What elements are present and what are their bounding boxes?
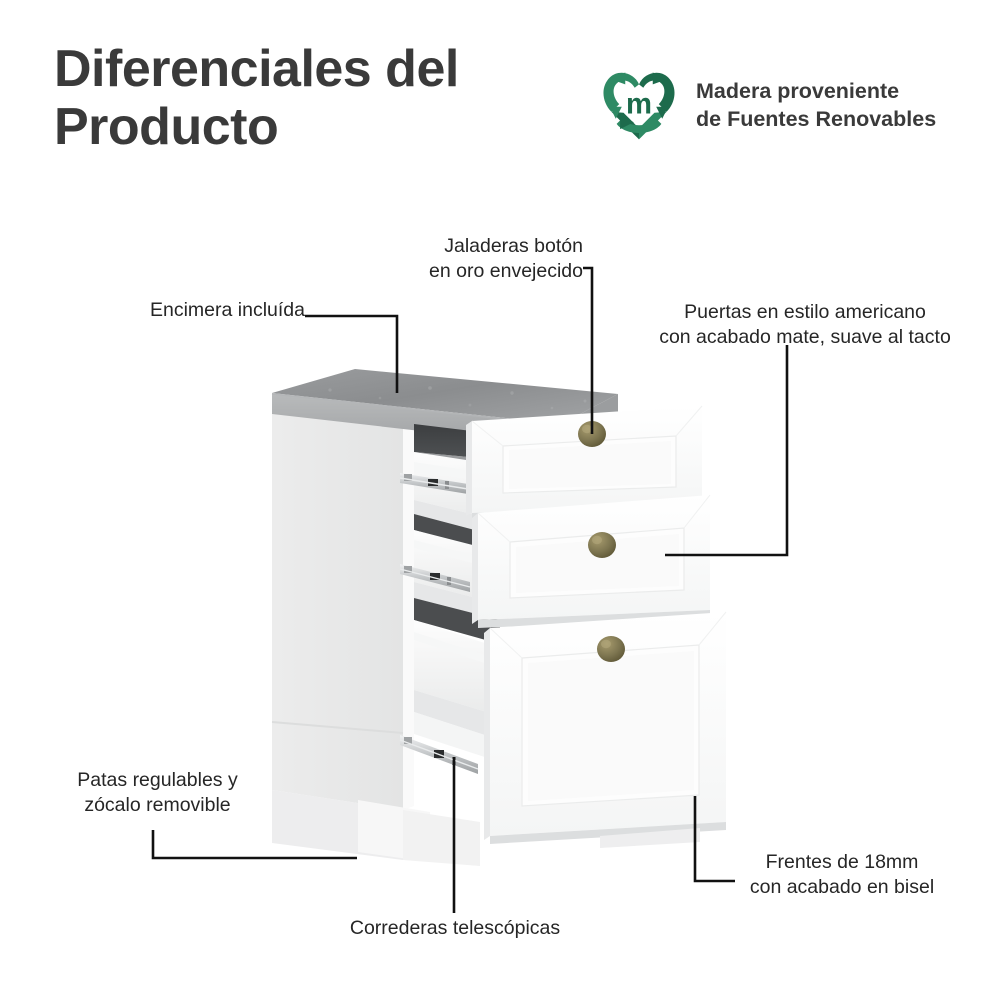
- eco-badge-line-2: de Fuentes Renovables: [696, 107, 937, 131]
- callout-knobs-line-1: Jaladeras botón: [444, 235, 583, 257]
- callout-countertop-line-1: Encimera incluída: [150, 299, 305, 321]
- page-title-line-1: Diferenciales del: [54, 40, 459, 98]
- callout-knobs-line-2: en oro envejecido: [429, 260, 583, 283]
- callout-fronts: Frentes de 18mm con acabado en bisel: [718, 850, 966, 901]
- drawer-front-bottom: [484, 611, 727, 848]
- callout-fronts-line-2: con acabado en bisel: [749, 876, 935, 899]
- callout-fronts-line-1: Frentes de 18mm: [765, 851, 919, 873]
- page-title-line-2: Producto: [54, 98, 279, 157]
- knob-bottom[interactable]: [597, 636, 625, 662]
- cabinet-body: [271, 393, 480, 866]
- callout-doors: Puertas en estilo americano con acabado …: [620, 300, 990, 351]
- eco-badge-text: Madera proveniente de Fuentes Renovables: [696, 77, 936, 134]
- callout-legs-line-1: Patas regulables y: [77, 769, 238, 791]
- eco-monogram: m: [626, 89, 652, 121]
- knob-middle[interactable]: [588, 532, 616, 558]
- eco-certification-badge: m Madera proveniente de Fuentes Renovabl…: [596, 62, 936, 148]
- eco-badge-line-1: Madera proveniente: [696, 78, 900, 103]
- callout-knobs: Jaladeras botón en oro envejecido: [283, 234, 583, 285]
- telescopic-slide-top: [399, 473, 469, 494]
- callout-doors-line-2: con acabado mate, suave al tacto: [659, 326, 951, 349]
- knob-top[interactable]: [578, 421, 606, 447]
- callout-legs: Patas regulables y zócalo removible: [35, 768, 280, 819]
- callout-doors-line-1: Puertas en estilo americano: [684, 301, 926, 323]
- callout-countertop: Encimera incluída: [35, 298, 305, 323]
- callout-legs-line-2: zócalo removible: [84, 794, 231, 817]
- recycling-heart-icon: m: [603, 72, 675, 140]
- callout-slides: Correderas telescópicas: [310, 916, 600, 941]
- telescopic-slide-middle: [399, 564, 471, 592]
- drawer-box-bottom: [414, 620, 500, 762]
- page-title: Diferenciales del Producto: [54, 40, 574, 156]
- drawer-front-middle: [472, 494, 711, 628]
- callout-slides-line-1: Correderas telescópicas: [349, 917, 561, 939]
